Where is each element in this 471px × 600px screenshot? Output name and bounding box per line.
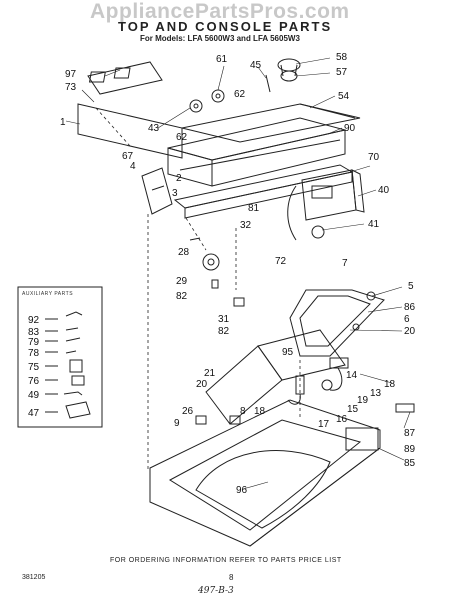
callout-95: 95 [282,347,294,358]
callout-41: 41 [368,219,380,230]
callout-70: 70 [368,152,380,163]
ordering-info-footer: FOR ORDERING INFORMATION REFER TO PARTS … [110,557,342,564]
aux-callout-47: 47 [28,408,40,419]
aux-callout-76: 76 [28,376,40,387]
callout-4: 4 [130,161,136,172]
watermark: AppliancePartsPros.com [90,0,350,23]
callout-72: 72 [275,256,287,267]
callout-16: 16 [336,414,348,425]
callout-45: 45 [250,60,262,71]
lid-assembly [205,289,385,425]
callout-43: 43 [148,123,160,134]
callout-26: 26 [182,406,194,417]
callout-8: 8 [240,406,246,417]
callout-67: 67 [122,151,134,162]
callout-61: 61 [216,54,228,65]
page-number: 8 [229,573,234,582]
callout-5: 5 [408,281,414,292]
console-panel [77,103,361,219]
callout-6: 6 [404,314,410,325]
callout-40: 40 [378,185,390,196]
callout-85: 85 [404,458,416,469]
end-cap [141,167,173,215]
callout-20b: 20 [196,379,208,390]
callout-15: 15 [347,404,359,415]
callout-7: 7 [342,258,348,269]
callout-29: 29 [176,276,188,287]
callout-81: 81 [248,203,260,214]
callout-labels: 97 73 1 61 45 58 57 43 62 62 54 90 67 4 … [28,52,416,496]
aux-callout-79: 79 [28,337,40,348]
callout-62a: 62 [176,132,188,143]
guide-lines [95,107,301,470]
callout-73: 73 [65,82,77,93]
callout-96: 96 [236,485,248,496]
callout-13: 13 [370,388,382,399]
callout-90: 90 [344,123,356,134]
knobs [189,58,301,113]
callout-2: 2 [176,173,182,184]
aux-callout-49: 49 [28,390,40,401]
callout-20a: 20 [404,326,416,337]
auxiliary-parts-box [17,286,103,428]
aux-callout-78: 78 [28,348,40,359]
auxiliary-parts-title: AUXILIARY PARTS [22,291,74,297]
callout-31: 31 [218,314,230,325]
lid-switch [287,357,415,451]
callout-82a: 82 [176,291,188,302]
handwritten-note: 497-B-3 [198,586,234,596]
aux-callout-92: 92 [28,315,40,326]
callout-32: 32 [240,220,252,231]
document-code: 381205 [22,574,46,581]
switch [189,237,245,307]
callout-21: 21 [204,368,216,379]
aux-callout-83: 83 [28,327,40,338]
callout-82b: 82 [218,326,230,337]
callout-28: 28 [178,247,190,258]
leader-lines [65,57,411,490]
diagram-title: TOP AND CONSOLE PARTS [118,19,333,34]
callout-1: 1 [60,117,66,128]
callout-17: 17 [318,419,330,430]
callout-58: 58 [336,52,348,63]
timer-bracket [287,169,365,241]
callout-18a: 18 [254,406,266,417]
callout-89: 89 [404,444,416,455]
callout-14: 14 [346,370,358,381]
callout-87: 87 [404,428,416,439]
cabinet-top [149,399,381,547]
callout-9: 9 [174,418,180,429]
diagram-subtitle: For Models: LFA 5600W3 and LFA 5605W3 [140,34,300,43]
callout-86: 86 [404,302,416,313]
callout-97: 97 [65,69,77,80]
callout-54: 54 [338,91,350,102]
control-bezel [87,61,163,95]
callout-18b: 18 [384,379,396,390]
callout-57: 57 [336,67,348,78]
callout-19: 19 [357,395,369,406]
callout-62b: 62 [234,89,246,100]
aux-callout-75: 75 [28,362,40,373]
callout-3: 3 [172,188,178,199]
